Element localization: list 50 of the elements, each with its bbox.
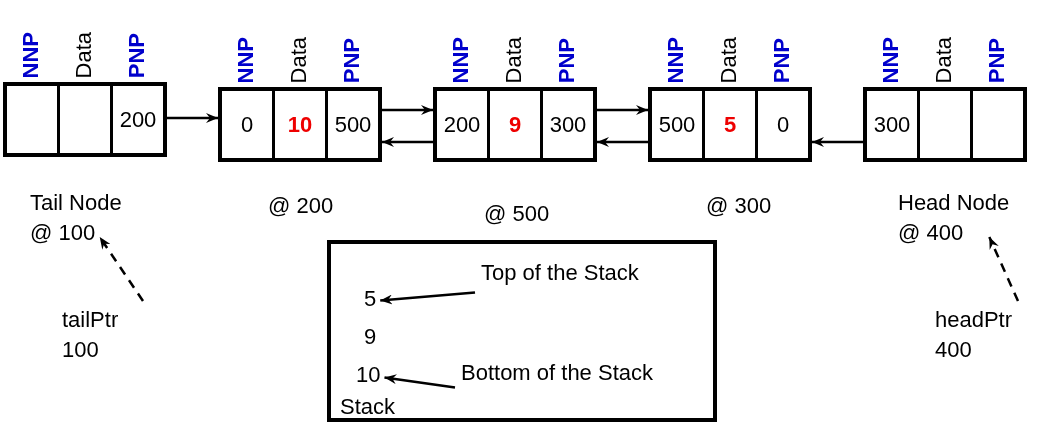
- address-label: @ 200: [268, 193, 334, 219]
- stack-box: [327, 240, 717, 422]
- cell-value: 5: [723, 111, 737, 138]
- arrow: [382, 137, 434, 147]
- field-label: NNP: [234, 36, 257, 83]
- box-title: Stack: [340, 394, 396, 420]
- annotation-text: Bottom of the Stack: [461, 360, 653, 385]
- arrow: [384, 374, 456, 389]
- cell-value: 300: [873, 111, 911, 138]
- cell-value: 9: [508, 111, 522, 138]
- pointer-label: tailPtr 100: [62, 307, 119, 362]
- field-label: NNP: [879, 36, 902, 83]
- arrow: [380, 291, 476, 305]
- arrow: [596, 105, 648, 115]
- field-label: Data: [502, 36, 525, 83]
- address-label: @ 500: [484, 201, 550, 227]
- arrow: [812, 137, 864, 147]
- cell-value: 500: [658, 111, 696, 138]
- field-label: NNP: [664, 36, 687, 83]
- field-label: NNP: [449, 36, 472, 83]
- cell-value: 0: [776, 111, 790, 138]
- stack-item: 10: [356, 362, 381, 387]
- arrow: [381, 105, 433, 115]
- cell-value: 300: [549, 111, 587, 138]
- cell-value: 500: [334, 111, 372, 138]
- field-label: Data: [717, 36, 740, 83]
- arrow: [988, 236, 1020, 302]
- pointer-label: headPtr 400: [935, 307, 1013, 362]
- field-label: Data: [72, 31, 95, 78]
- node-caption: Head Node @ 400: [898, 190, 1010, 245]
- arrow: [98, 236, 145, 302]
- annotation-text: Top of the Stack: [481, 260, 639, 285]
- field-label: PNP: [985, 37, 1008, 83]
- cell-value: 200: [443, 111, 481, 138]
- field-label: NNP: [19, 31, 42, 78]
- field-label: Data: [287, 36, 310, 83]
- field-label: Data: [932, 36, 955, 83]
- address-label: @ 300: [706, 193, 772, 219]
- arrow: [597, 137, 649, 147]
- cell-value: 0: [240, 111, 254, 138]
- stack-item: 9: [364, 324, 377, 349]
- field-label: PNP: [770, 37, 793, 83]
- field-label: PNP: [125, 32, 148, 78]
- field-label: PNP: [340, 37, 363, 83]
- stack-item: 5: [364, 286, 377, 311]
- node-caption: Tail Node @ 100: [30, 190, 122, 245]
- cell-value: 10: [287, 111, 313, 138]
- field-label: PNP: [555, 37, 578, 83]
- cell-value: 200: [119, 106, 157, 133]
- arrow: [166, 113, 218, 123]
